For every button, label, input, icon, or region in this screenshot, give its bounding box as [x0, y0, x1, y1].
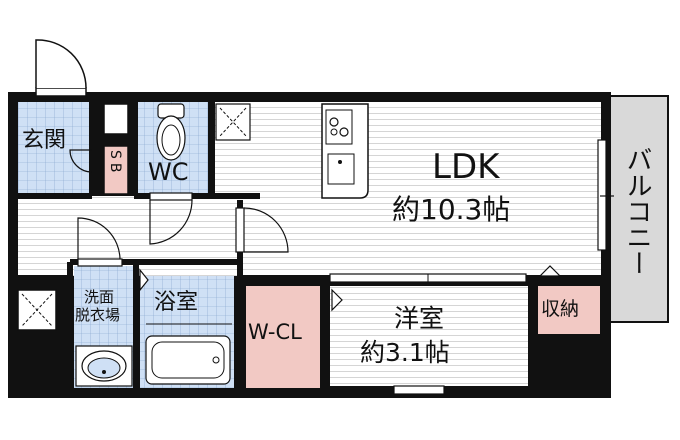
walk-in-closet-label: W-CL: [248, 320, 302, 344]
balcony-area: [609, 95, 669, 323]
ldk-size: 約10.3帖: [392, 193, 511, 226]
wc-label: WC: [148, 158, 189, 186]
kitchen-counter: [321, 103, 369, 199]
refrigerator-space: [215, 103, 251, 141]
storage-area: [538, 286, 600, 334]
shelf-area: [103, 103, 129, 135]
washroom-label-line2: 脱衣場: [75, 306, 121, 324]
western-room-floor: [330, 286, 528, 386]
entrance-door-frame: [35, 87, 87, 97]
ldk-floor: [215, 102, 601, 275]
wc-door[interactable]: [149, 199, 193, 245]
western-room-size: 約3.1帖: [360, 338, 450, 367]
toilet-icon: [156, 103, 186, 161]
balcony-label: バルコニー: [622, 146, 652, 276]
sink-icon: [75, 345, 133, 387]
storage-label: 収納: [541, 298, 580, 320]
entrance-label: 玄関: [22, 128, 67, 153]
ldk-name: LDK: [432, 147, 500, 187]
shoebox-label: SB: [107, 150, 123, 177]
washer-mark: [21, 293, 53, 327]
western-room-name: 洋室: [394, 304, 445, 333]
walk-in-closet-area: [246, 286, 320, 388]
ldk-door[interactable]: [243, 207, 289, 253]
entrance-floor: [18, 102, 92, 194]
bathroom-label: 浴室: [154, 290, 199, 315]
washroom-door[interactable]: [77, 217, 121, 260]
entrance-door[interactable]: [35, 39, 87, 89]
walk-in-closet-door[interactable]: [331, 288, 343, 312]
shoebox-area: [103, 145, 129, 195]
bathroom-door[interactable]: [139, 268, 149, 292]
bathtub-icon: [145, 335, 231, 385]
washroom-door-frame: [77, 258, 123, 267]
ldk-door-frame: [235, 207, 245, 253]
wc-door-frame: [149, 192, 193, 201]
washroom-label-line1: 洗面: [84, 288, 115, 306]
storage-door[interactable]: [538, 265, 562, 277]
western-window[interactable]: [393, 385, 445, 395]
entrance-inner-door[interactable]: [69, 149, 93, 173]
balcony-window[interactable]: [597, 139, 607, 251]
